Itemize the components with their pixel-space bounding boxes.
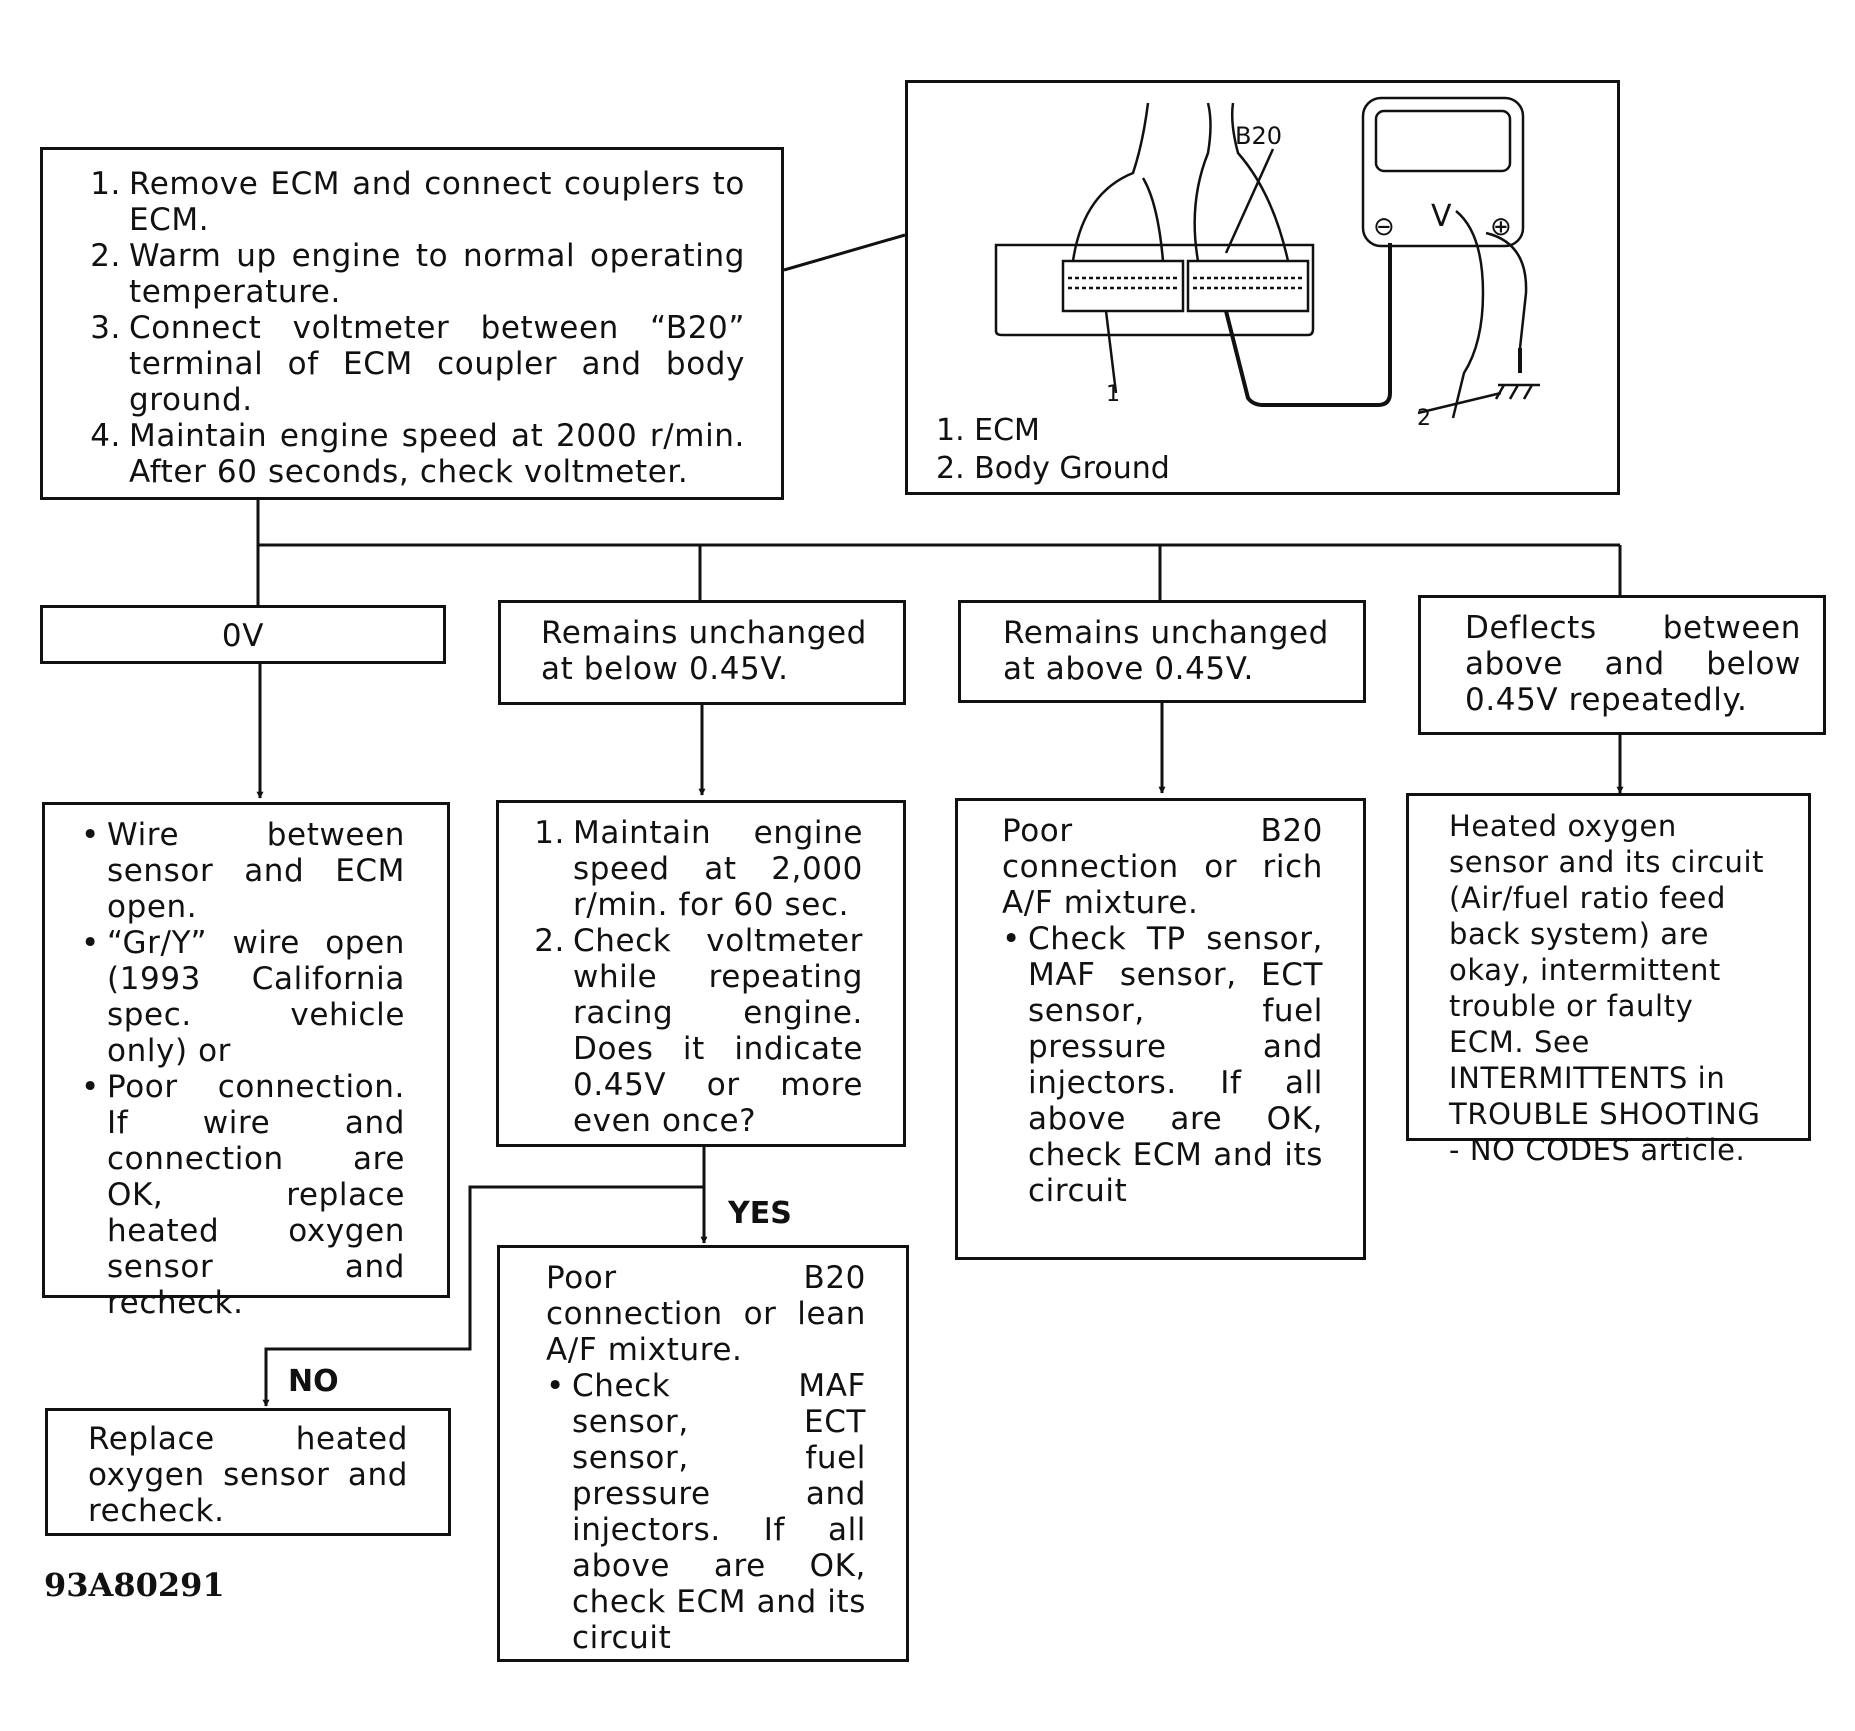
action-above-item: •Check TP sensor, MAF sensor, ECT sensor…	[1002, 921, 1323, 1209]
action-0v-item: •“Gr/Y” wire open (1993 California spec.…	[81, 925, 405, 1069]
ecm-drawing	[994, 96, 1540, 419]
result-below: Remains unchanged at below 0.45V.	[498, 600, 906, 705]
harness-left-2	[1141, 177, 1165, 262]
callout-1-leader	[1104, 310, 1118, 394]
positive-test-lead	[1451, 210, 1485, 419]
illustration-callout-line	[783, 233, 906, 272]
ecm-voltmeter-illustration: B20 V ⊖ ⊕ 1 2 1. ECM 2. Body Ground	[905, 80, 1620, 495]
action-deflects: Heated oxygen sensor and its circuit (Ai…	[1406, 793, 1811, 1167]
arrow-no	[262, 1185, 704, 1407]
ecm-body	[994, 243, 1315, 337]
callout-2-leader	[1417, 391, 1502, 415]
action-below: 1.Maintain engine speed at 2,000 r/min. …	[496, 800, 906, 1147]
action-above-intro: Poor B20 connection or rich A/F mixture.	[1002, 813, 1323, 921]
ecm-coupler-left	[1061, 259, 1185, 313]
action-above: Poor B20 connection or rich A/F mixture.…	[955, 798, 1366, 1260]
start-steps-box: 1.Remove ECM and connect couplers to ECM…	[40, 147, 784, 500]
bullet-icon: •	[81, 817, 100, 853]
start-step: 2.Warm up engine to normal operating tem…	[90, 238, 745, 310]
voltmeter-display	[1374, 109, 1512, 173]
negative-test-lead	[1224, 243, 1392, 407]
b20-terminal-label: B20	[1235, 122, 1283, 150]
harness-right-2	[1230, 102, 1290, 262]
coupler-pins	[1068, 276, 1303, 290]
bullet-icon: •	[546, 1368, 565, 1404]
start-step: 3.Connect voltmeter between “B20” termin…	[90, 310, 745, 418]
voltmeter-body	[1361, 96, 1525, 248]
yes-result-intro: Poor B20 connection or lean A/F mixture.	[546, 1260, 866, 1368]
start-step: 1.Remove ECM and connect couplers to ECM…	[90, 166, 745, 238]
b20-leader	[1224, 148, 1275, 254]
result-above: Remains unchanged at above 0.45V.	[958, 600, 1366, 703]
start-steps-list: 1.Remove ECM and connect couplers to ECM…	[79, 166, 745, 490]
ecm-coupler-right	[1186, 259, 1310, 313]
legend-ecm: 1. ECM	[936, 413, 1040, 448]
action-below-steps: 1.Maintain engine speed at 2,000 r/min. …	[523, 815, 863, 1139]
positive-terminal-icon: ⊕	[1490, 212, 1512, 242]
bullet-icon: •	[1002, 921, 1021, 957]
action-0v: •Wire between sensor and ECM open. •“Gr/…	[42, 802, 450, 1321]
action-below-step: 2.Check voltmeter while repeating racing…	[534, 923, 863, 1139]
legend-body-ground: 2. Body Ground	[936, 451, 1170, 486]
negative-terminal-icon: ⊖	[1373, 212, 1395, 242]
result-0v: 0V	[40, 605, 446, 664]
yes-label: YES	[728, 1196, 792, 1231]
voltmeter-symbol: V	[1431, 199, 1452, 234]
yes-result-box: Poor B20 connection or lean A/F mixture.…	[497, 1245, 909, 1662]
action-0v-item: •Poor connection. If wire and connection…	[81, 1069, 405, 1321]
harness-right	[1193, 102, 1212, 262]
ground-symbol	[1494, 383, 1540, 400]
action-below-step: 1.Maintain engine speed at 2,000 r/min. …	[534, 815, 863, 923]
no-result-box: Replace heated oxygen sensor and recheck…	[45, 1408, 451, 1536]
yes-result-item: •Check MAF sensor, ECT sensor, fuel pres…	[546, 1368, 866, 1656]
no-label: NO	[288, 1364, 339, 1399]
start-step: 4.Maintain engine speed at 2000 r/min. A…	[90, 418, 745, 490]
bullet-icon: •	[81, 1069, 100, 1105]
bullet-icon: •	[81, 925, 100, 961]
action-0v-item: •Wire between sensor and ECM open.	[81, 817, 405, 925]
callout-2: 2	[1417, 406, 1431, 431]
figure-code: 93A80291	[44, 1566, 225, 1604]
positive-lead-loop	[1485, 231, 1528, 349]
callout-1: 1	[1106, 382, 1120, 407]
result-deflects: Deflects between above and below 0.45V r…	[1418, 595, 1826, 735]
harness-left	[1071, 102, 1150, 262]
